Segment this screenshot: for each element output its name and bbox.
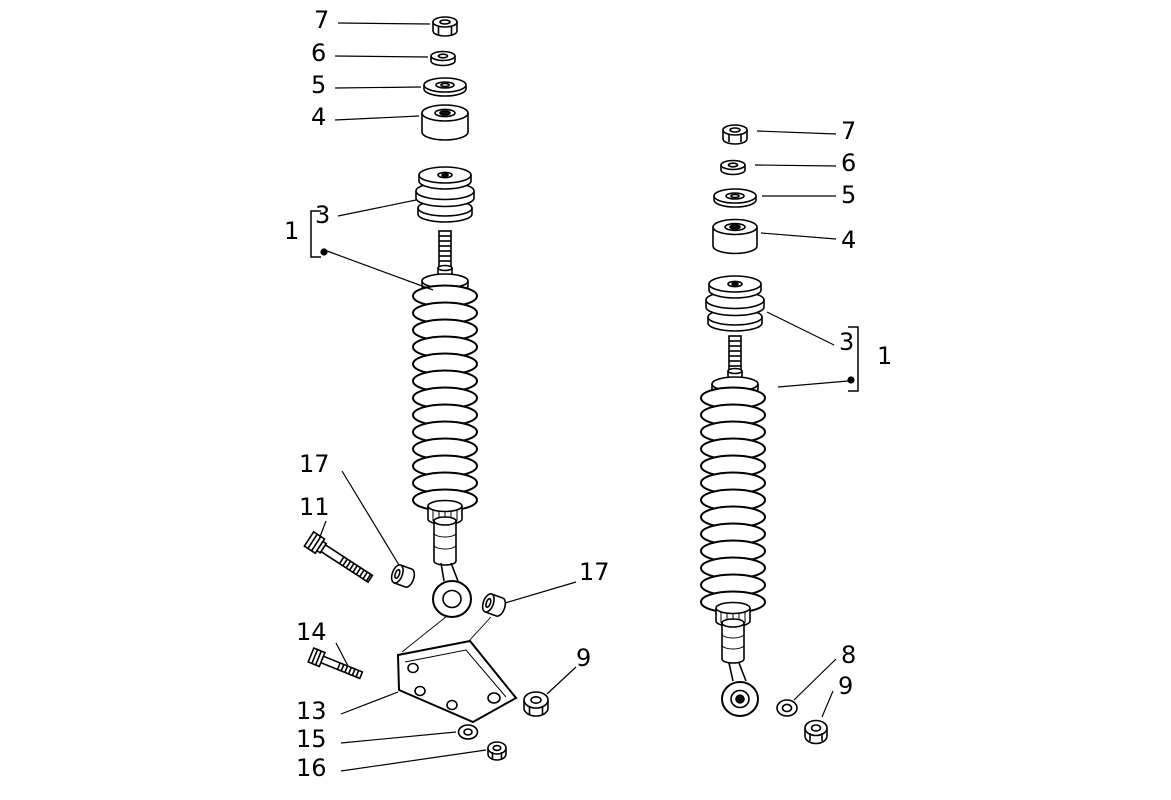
right-nut-9 (804, 719, 828, 745)
callout-label-left-17-upper: 17 (299, 450, 330, 478)
callout-label-left-14: 14 (296, 618, 327, 646)
left-coil-spring (412, 284, 478, 512)
callout-label-left-4: 4 (311, 103, 327, 131)
callout-label-right-5: 5 (841, 181, 857, 209)
group-1-bracket-left (310, 210, 321, 258)
left-rubber-buffer-4 (421, 104, 469, 141)
callout-label-right-6: 6 (841, 149, 857, 177)
callout-label-left-17-lower: 17 (579, 558, 610, 586)
right-cup-washer-6 (720, 159, 746, 176)
right-rubber-buffer-4 (712, 218, 758, 255)
callout-label-right-7: 7 (841, 117, 857, 145)
left-nut-16 (487, 741, 507, 761)
left-shock-absorber-body (412, 230, 478, 618)
left-nut-7 (432, 16, 458, 37)
right-nut-7 (722, 124, 748, 145)
left-flexible-mount-3 (415, 166, 475, 223)
right-coil-spring (700, 386, 766, 614)
callout-label-right-8: 8 (841, 641, 857, 669)
right-flexible-mount-3 (705, 275, 765, 332)
group-1-bracket-right (848, 326, 859, 392)
callout-label-left-6: 6 (311, 39, 327, 67)
callout-label-right-9: 9 (838, 672, 854, 700)
left-bolt-11 (303, 530, 374, 584)
callout-label-right-1: 1 (877, 342, 893, 370)
callout-label-left-15: 15 (296, 725, 327, 753)
callout-leader-lines (310, 22, 859, 772)
callout-label-left-3: 3 (315, 201, 331, 229)
right-washer-8 (776, 699, 798, 717)
callout-label-left-13: 13 (296, 697, 327, 725)
callout-label-left-5: 5 (311, 71, 327, 99)
left-washer-15 (457, 724, 479, 740)
callout-label-left-1: 1 (284, 217, 300, 245)
callout-label-right-4: 4 (841, 226, 857, 254)
left-cup-washer-6 (430, 50, 456, 67)
right-washer-5 (713, 188, 757, 208)
left-bracket-13 (396, 615, 518, 724)
left-bolt-14 (307, 647, 364, 680)
callout-label-left-16: 16 (296, 754, 327, 782)
left-washer-5 (423, 77, 467, 97)
callout-label-left-9: 9 (576, 644, 592, 672)
left-nut-9 (523, 691, 549, 717)
left-bushing-17-inner (390, 564, 416, 588)
callout-label-right-3: 3 (839, 328, 855, 356)
callout-label-left-11: 11 (299, 493, 330, 521)
left-bushing-17-outer (481, 593, 507, 617)
right-shock-absorber-body (700, 335, 766, 717)
callout-label-left-7: 7 (314, 6, 330, 34)
